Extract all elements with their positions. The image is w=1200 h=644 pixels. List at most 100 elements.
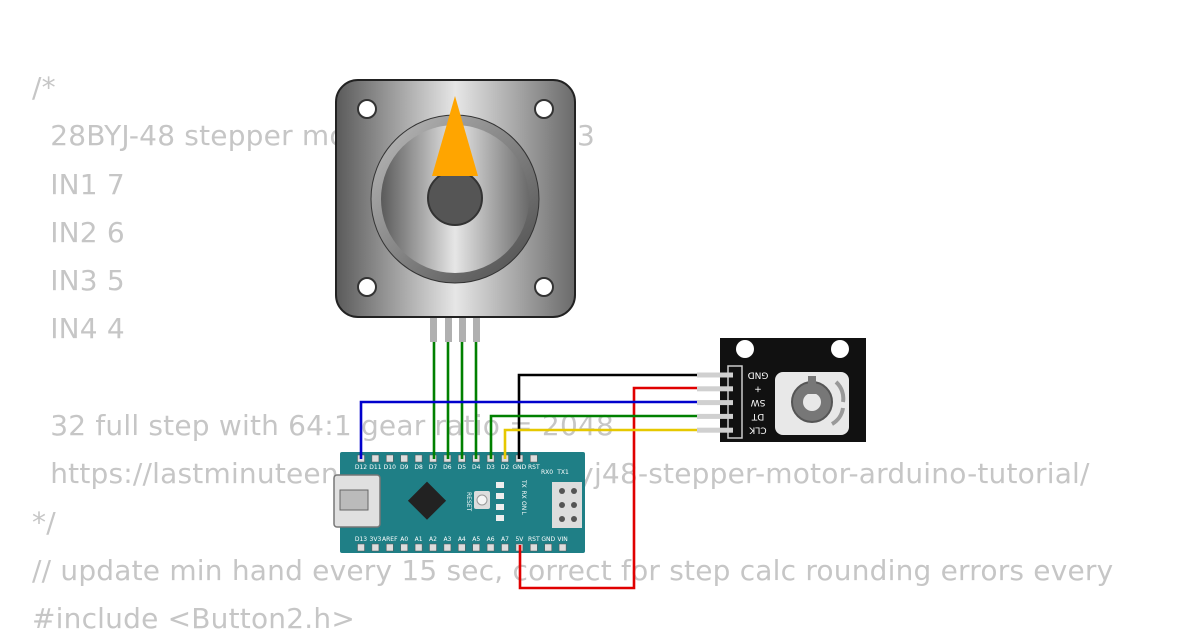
nano-pin-a2[interactable]	[429, 543, 437, 552]
encoder-mount-hole	[736, 340, 754, 358]
nano-pin-label: D10	[384, 464, 396, 471]
nano-pin-label: D12	[355, 464, 367, 471]
nano-pin-gnd[interactable]	[544, 543, 552, 552]
icsp-header	[552, 482, 582, 528]
nano-led	[496, 493, 504, 499]
nano-pin-3v3[interactable]	[371, 543, 380, 552]
code-line: // update min hand every 15 sec, correct…	[32, 553, 1114, 587]
nano-pin-d11[interactable]	[371, 454, 380, 463]
encoder-pin-gnd[interactable]	[697, 372, 733, 378]
reset-button-cap	[476, 494, 488, 506]
icsp-pin	[571, 516, 577, 522]
nano-led	[496, 504, 504, 510]
nano-led	[496, 515, 504, 521]
nano-pin-a7[interactable]	[501, 543, 509, 552]
nano-pin-label: D6	[443, 464, 452, 471]
nano-pin-label: A4	[458, 536, 466, 543]
encoder-knob-flat	[808, 376, 816, 394]
nano-chip	[407, 481, 447, 520]
nano-pin-label: A5	[472, 536, 480, 543]
code-line: IN1 7	[32, 167, 125, 201]
nano-pin-a0[interactable]	[400, 543, 408, 552]
nano-pin-a6[interactable]	[486, 543, 495, 552]
nano-pin-label: A1	[415, 536, 423, 543]
nano-pin-label: AREF	[382, 536, 398, 543]
nano-pin-vin[interactable]	[558, 543, 567, 552]
nano-pin-label: TX1	[556, 469, 569, 476]
motor-shaft	[427, 170, 483, 226]
code-line: IN2 6	[32, 215, 125, 249]
icsp-pin	[559, 502, 565, 508]
nano-pin-a5[interactable]	[472, 543, 480, 552]
code-line: /*	[32, 71, 56, 104]
icsp-pin	[571, 502, 577, 508]
nano-board	[340, 452, 585, 553]
rotate-arrow-icon	[830, 407, 845, 426]
nano-pin-d9[interactable]	[400, 454, 408, 463]
icsp-pin	[559, 488, 565, 494]
motor-pin	[445, 318, 452, 342]
motor-pin	[473, 318, 480, 342]
motor-screw-hole	[357, 99, 377, 119]
stepper-motor[interactable]	[335, 79, 576, 342]
rotate-arrow-icon	[834, 380, 846, 403]
nano-pin-aref[interactable]	[386, 543, 394, 552]
wire-encoder-vcc[interactable]	[518, 386, 697, 590]
code-line: */	[32, 505, 56, 539]
led-label: ON	[520, 501, 527, 510]
nano-pin-label: D2	[501, 464, 510, 471]
nano-pin-rst[interactable]	[530, 543, 538, 552]
encoder-pin-dt[interactable]	[697, 413, 733, 419]
led-label: L	[520, 512, 527, 516]
led-label: TX	[520, 479, 527, 488]
wire-encoder-dt[interactable]	[489, 414, 697, 459]
motor-pin	[430, 318, 437, 342]
nano-pin-a4[interactable]	[458, 543, 466, 552]
nano-pin-a1[interactable]	[414, 543, 423, 552]
nano-pin-rst[interactable]	[530, 454, 538, 463]
nano-pin-label: A2	[429, 536, 437, 543]
motor-pointer-icon	[432, 96, 478, 176]
nano-pin-label: D3	[486, 464, 495, 471]
code-line: IN4 4	[32, 312, 125, 346]
motor-pin	[459, 318, 466, 342]
nano-pin-label: D7	[429, 464, 438, 471]
motor-screw-hole	[534, 99, 554, 119]
encoder-mount-hole	[831, 340, 849, 358]
nano-pin-d8[interactable]	[414, 454, 423, 463]
wire-encoder-sw[interactable]	[359, 400, 697, 459]
encoder-pin-vcc[interactable]	[697, 386, 733, 392]
nano-pin-label: D13	[355, 536, 367, 543]
encoder-pin-label: CLK	[748, 425, 766, 435]
nano-pin-label: D5	[458, 464, 467, 471]
nano-pin-d13[interactable]	[357, 543, 365, 552]
encoder-pin-sw[interactable]	[697, 400, 733, 406]
nano-pin-label: GND	[513, 464, 527, 471]
nano-pin-d10[interactable]	[386, 454, 394, 463]
nano-pin-label: RX0	[541, 469, 553, 476]
encoder-pin-clk[interactable]	[697, 427, 733, 433]
nano-pin-label: RST	[528, 536, 540, 543]
code-line: IN3 5	[32, 264, 125, 298]
nano-pin-label: VIN	[557, 536, 567, 543]
wires	[359, 342, 697, 590]
encoder-pin-label: GND	[748, 370, 769, 380]
nano-pin-label: 3V3	[370, 536, 382, 543]
nano-pin-a3[interactable]	[443, 543, 452, 552]
nano-pin-label: 5V	[515, 536, 524, 543]
led-label: RX	[520, 491, 527, 499]
motor-screw-hole	[534, 277, 554, 297]
nano-pin-label: A7	[501, 536, 509, 543]
nano-pin-label: D8	[414, 464, 423, 471]
nano-led	[496, 482, 504, 488]
wire-encoder-clk[interactable]	[503, 428, 697, 459]
nano-pin-label: A0	[400, 536, 408, 543]
nano-pin-label: D11	[369, 464, 381, 471]
icsp-pin	[571, 488, 577, 494]
reset-label: RESET	[465, 492, 472, 512]
encoder-pin-label: DT	[751, 411, 764, 421]
nano-pin-label: A3	[443, 536, 451, 543]
